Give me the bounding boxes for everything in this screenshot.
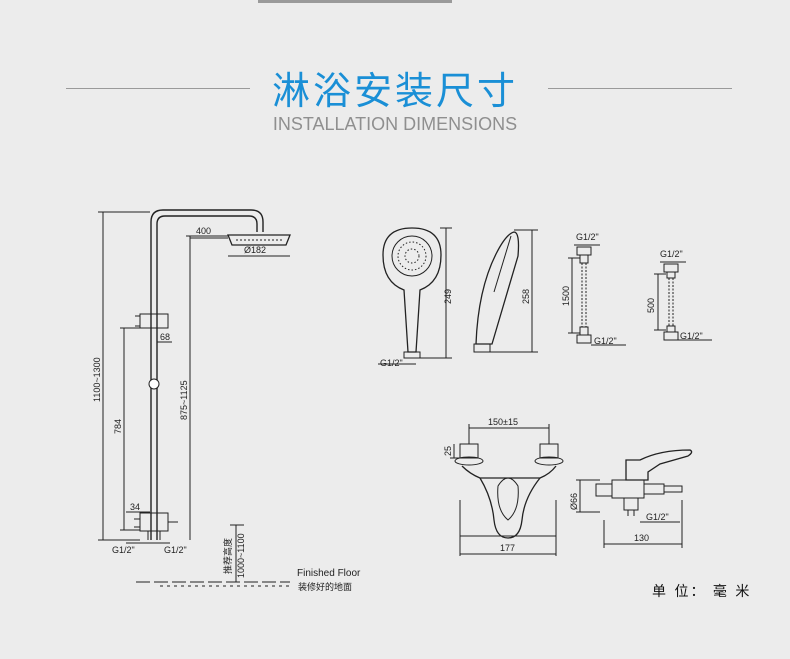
hand-shower-thread: G1/2" — [380, 358, 403, 368]
hose-short-thread-top: G1/2" — [660, 249, 683, 259]
title-rule-left — [66, 88, 250, 89]
hand-shower — [378, 227, 538, 365]
dim-bracket-offset: 68 — [160, 332, 170, 342]
hose-short — [654, 261, 712, 341]
dim-mixer-side-height: Ø66 — [569, 493, 579, 510]
page-title: 淋浴安装尺寸 — [271, 69, 518, 113]
mixer-side-thread: G1/2" — [646, 512, 669, 522]
mixer-body — [139, 512, 169, 532]
mixer-front-view — [450, 424, 564, 556]
unit-note: 单 位： 毫 米 — [652, 584, 752, 600]
dim-mixer-centers: 150±15 — [488, 417, 518, 427]
title-rule-right — [548, 88, 732, 89]
shower-column — [98, 209, 291, 587]
dim-mixer-top: 25 — [443, 446, 453, 456]
dim-mixer-side-depth: 130 — [634, 533, 649, 543]
dim-hand-side-height: 258 — [521, 289, 531, 304]
finished-floor-label-cn: 装修好的地面 — [298, 581, 352, 592]
hose-long — [568, 244, 626, 346]
dim-slide-height: 784 — [113, 419, 123, 434]
hose-long-thread-bottom: G1/2" — [594, 336, 617, 346]
inlet-right-thread: G1/2" — [164, 545, 187, 555]
slider-knob — [148, 378, 160, 390]
inlet-left-thread: G1/2" — [112, 545, 135, 555]
recommended-height-value: 1000~1100 — [236, 533, 246, 578]
dim-inner-height: 875~1125 — [179, 380, 189, 420]
dim-mixer-width: 177 — [500, 543, 515, 553]
hose-short-thread-bottom: G1/2" — [680, 331, 703, 341]
dim-total-height: 1100~1300 — [92, 357, 102, 402]
recommended-height-label: 推荐高度 — [222, 538, 233, 574]
mixer-side-view — [576, 449, 693, 548]
rain-shower-head — [227, 234, 291, 246]
hose-long-thread-top: G1/2" — [576, 232, 599, 242]
dim-hand-front-height: 249 — [443, 289, 453, 304]
hose-short-length: 500 — [646, 298, 656, 313]
dim-bottom-offset: 34 — [130, 502, 140, 512]
wall-bracket — [139, 313, 169, 329]
hose-long-length: 1500 — [561, 286, 571, 306]
page-subtitle: INSTALLATION DIMENSIONS — [272, 114, 518, 134]
top-accent-bar — [258, 0, 452, 3]
dim-head-diameter: Ø182 — [244, 245, 266, 255]
finished-floor-label-en: Finished Floor — [297, 568, 361, 579]
dim-arm-length: 400 — [196, 226, 211, 236]
